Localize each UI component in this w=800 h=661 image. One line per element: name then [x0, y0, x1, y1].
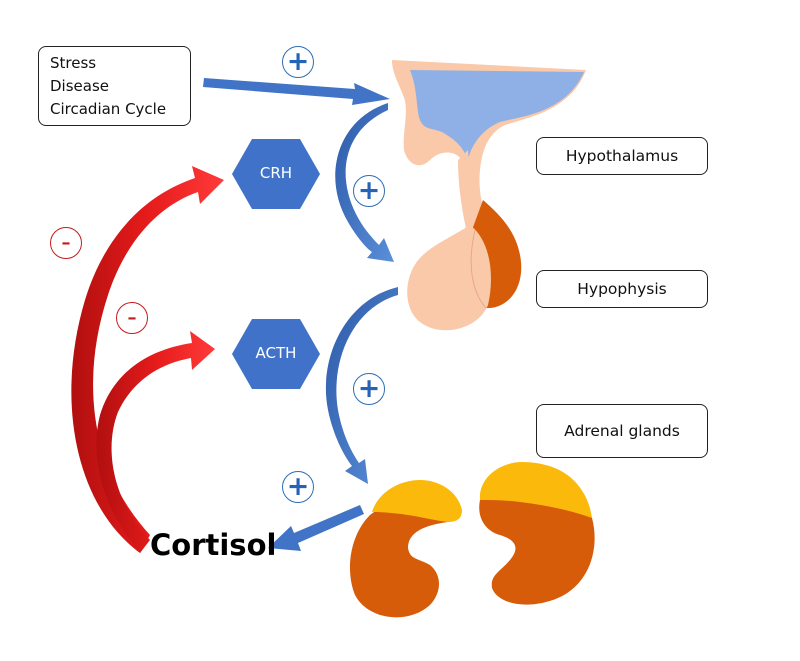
plus-sign-cortisol: + — [282, 471, 314, 503]
minus-sign-acth-feedback: - — [116, 302, 148, 334]
acth-label: ACTH — [255, 344, 297, 362]
crh-label: CRH — [259, 164, 293, 182]
cortisol-release-arrow — [268, 505, 364, 551]
stimulus-disease: Disease — [50, 77, 109, 95]
hypophysis-label: Hypophysis — [536, 270, 708, 308]
crh-hexagon — [232, 139, 320, 209]
hypophysis-illustration — [407, 200, 522, 331]
stimulus-stress: Stress — [50, 54, 97, 72]
plus-sign-stimulus: + — [282, 46, 314, 78]
negative-feedback-arrow-acth — [96, 331, 215, 553]
cortisol-label: Cortisol — [150, 528, 277, 562]
minus-sign-crh-feedback: - — [50, 227, 82, 259]
stimuli-box: Stress Disease Circadian Cycle — [38, 46, 191, 126]
stimulus-circadian-cycle: Circadian Cycle — [50, 100, 167, 118]
plus-sign-acth: + — [353, 373, 385, 405]
crh-stimulation-arrow — [335, 103, 394, 262]
left-adrenal-gland — [350, 480, 462, 618]
stimulus-arrow — [203, 78, 390, 105]
right-adrenal-gland — [479, 462, 595, 605]
plus-sign-crh: + — [353, 175, 385, 207]
acth-hexagon — [232, 319, 320, 389]
negative-feedback-arrow-crh — [71, 166, 224, 553]
acth-stimulation-arrow — [325, 287, 398, 484]
hypothalamus-label: Hypothalamus — [536, 137, 708, 175]
adrenal-glands-label: Adrenal glands — [536, 404, 708, 458]
